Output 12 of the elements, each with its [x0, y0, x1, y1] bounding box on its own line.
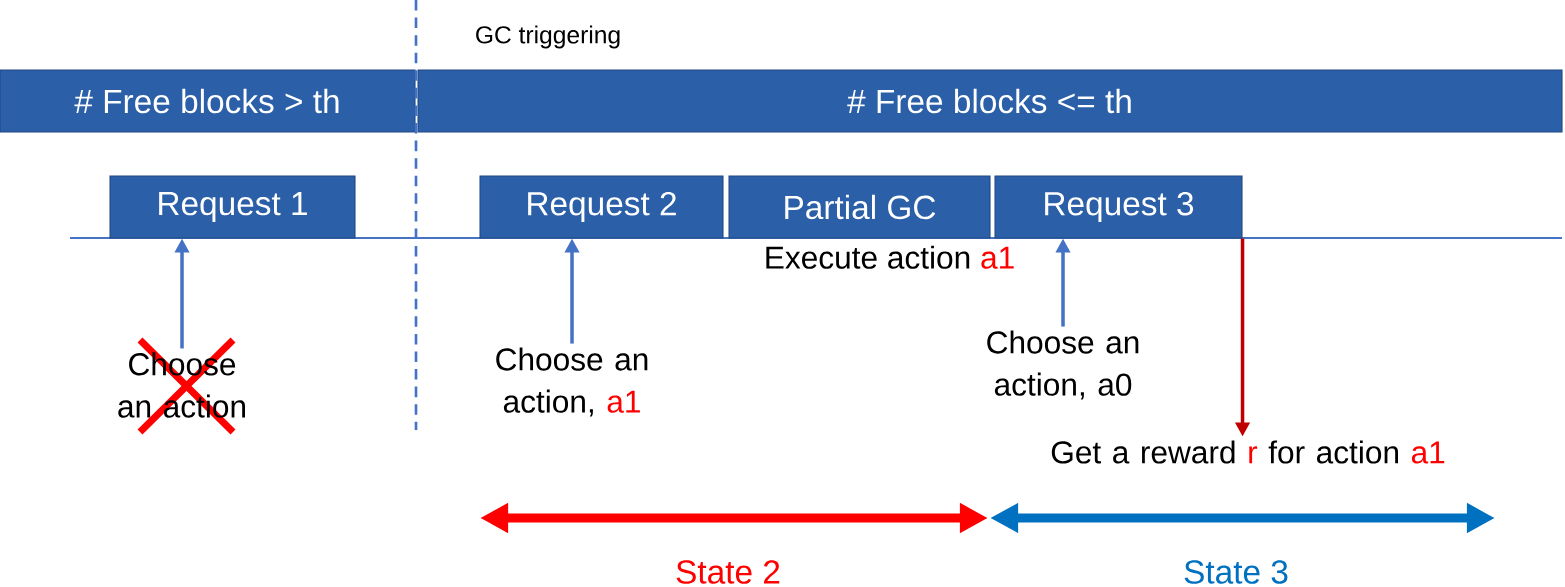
label-text: State 2	[676, 560, 780, 584]
status-band: # Free blocks > th	[0, 69, 416, 133]
request-box: Request 1	[109, 175, 356, 239]
label-text: GC triggering	[476, 25, 620, 49]
request-box: Request 2	[479, 175, 724, 239]
annotation-text: Get a reward r for action a1	[1051, 440, 1445, 464]
request-box: Request 3	[994, 175, 1243, 239]
annotation-text: Choose an action, a1	[496, 347, 648, 417]
caption-text: Execute action a1	[766, 245, 1014, 269]
label-text: State 3	[1184, 560, 1288, 584]
annotation-text: Choose an action, a0	[987, 330, 1139, 400]
process-box: Partial GC	[728, 175, 991, 239]
